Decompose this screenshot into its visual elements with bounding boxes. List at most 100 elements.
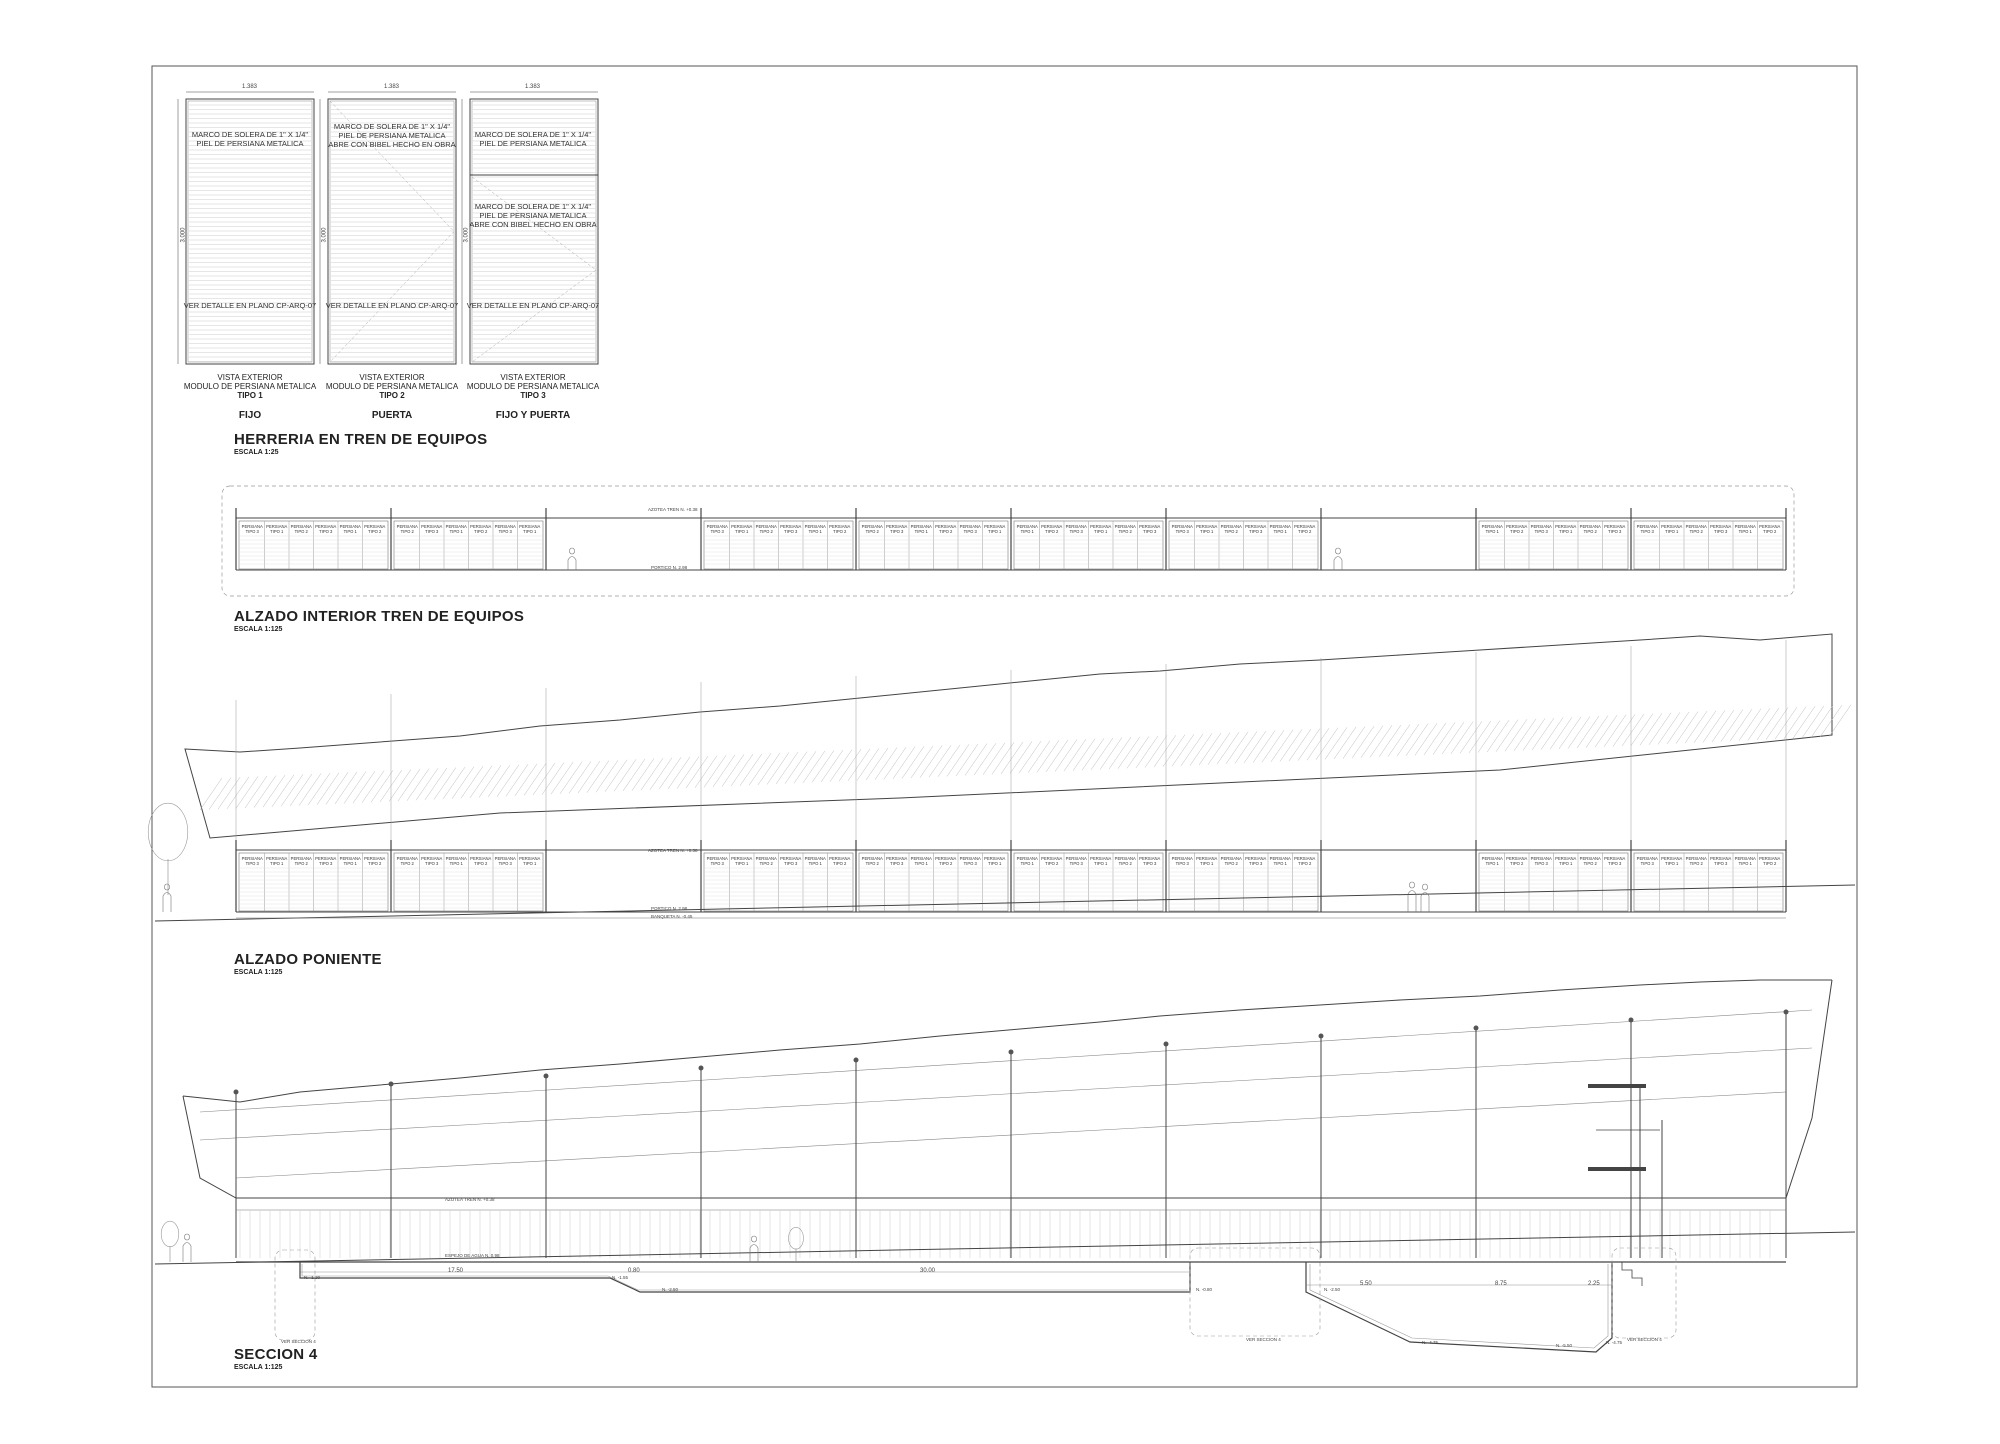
persiana-word: PERSIANA xyxy=(1481,856,1503,861)
module-drawings xyxy=(177,91,599,365)
persiana-word: PERSIANA xyxy=(1734,524,1756,529)
column-node xyxy=(1163,1041,1169,1047)
column-node xyxy=(1783,1009,1789,1015)
column-node xyxy=(1473,1025,1479,1031)
hatch-line xyxy=(784,751,808,784)
hatch-line xyxy=(1495,719,1519,752)
persiana-type: TIPO 3 xyxy=(1249,861,1263,866)
persiana-type: TIPO 3 xyxy=(1714,529,1728,534)
detail-callout xyxy=(274,1249,316,1341)
hatch-line xyxy=(1639,713,1663,746)
persiana-type: TIPO 2 xyxy=(474,861,488,866)
hatch-line xyxy=(1810,705,1834,738)
person-figure xyxy=(1407,890,1417,912)
module-3-subtitle: FIJO Y PUERTA xyxy=(495,410,571,421)
persiana-type: TIPO 2 xyxy=(1224,861,1238,866)
hatch-line xyxy=(253,775,277,808)
hatch-line xyxy=(1729,709,1753,742)
persiana-type: TIPO 2 xyxy=(1763,529,1777,534)
column-node xyxy=(388,1081,394,1087)
persiana-type: TIPO 1 xyxy=(449,861,463,866)
hatch-line xyxy=(1189,733,1213,766)
caption-line: TIPO 1 xyxy=(237,391,263,400)
persiana-word: PERSIANA xyxy=(494,856,516,861)
hatch-line xyxy=(478,765,502,798)
note-line: PIEL DE PERSIANA METALICA xyxy=(338,131,446,140)
hatch-line xyxy=(1225,731,1249,764)
persiana-word: PERSIANA xyxy=(1041,856,1063,861)
hatch-line xyxy=(1135,735,1159,769)
diving-platform xyxy=(1588,1084,1646,1088)
hatch-line xyxy=(199,777,223,811)
hatch-line xyxy=(469,765,493,798)
hatch-line xyxy=(595,760,619,793)
hatch-line xyxy=(946,744,970,777)
detail-callout xyxy=(1611,1247,1677,1339)
hatch-line xyxy=(1180,733,1204,766)
ground-line xyxy=(154,884,1856,922)
hatch-line xyxy=(1468,720,1492,754)
column-node xyxy=(1628,1017,1634,1023)
note-line: MARCO DE SOLERA DE 1" X 1/4" xyxy=(191,130,309,139)
persiana-word: PERSIANA xyxy=(1636,856,1658,861)
hatch-line xyxy=(1072,738,1096,771)
persiana-type: TIPO 2 xyxy=(1763,861,1777,866)
persiana-word: PERSIANA xyxy=(1090,856,1112,861)
hatch-line xyxy=(1063,738,1087,772)
persiana-type: TIPO 2 xyxy=(1298,861,1312,866)
hatch-line xyxy=(1450,721,1474,754)
persiana-type: TIPO 3 xyxy=(1640,529,1654,534)
hatch-line xyxy=(982,742,1006,775)
persiana-type: TIPO 3 xyxy=(1069,529,1083,534)
hatch-line xyxy=(271,774,295,807)
persiana-type: TIPO 1 xyxy=(523,529,537,534)
note-line: MARCO DE SOLERA DE 1" X 1/4" xyxy=(474,130,592,139)
persiana-type: TIPO 1 xyxy=(1200,529,1214,534)
persiana-type: TIPO 1 xyxy=(1738,529,1752,534)
persiana-type: TIPO 1 xyxy=(1020,529,1034,534)
hatch-line xyxy=(667,756,691,790)
persiana-word: PERSIANA xyxy=(1041,524,1063,529)
persiana-word: PERSIANA xyxy=(780,524,802,529)
persiana-type: TIPO 2 xyxy=(368,529,382,534)
section-chord xyxy=(199,1047,1813,1141)
hatch-line xyxy=(1459,721,1483,754)
note-line: MARCO DE SOLERA DE 1" X 1/4" xyxy=(474,202,592,211)
ver-seccion-ref-1: VER SECCION 4 xyxy=(281,1339,316,1344)
persiana-word: PERSIANA xyxy=(1065,856,1087,861)
persiana-type: TIPO 2 xyxy=(833,861,847,866)
hatch-line xyxy=(676,756,700,789)
persiana-type: TIPO 2 xyxy=(1689,861,1703,866)
caption-line: VISTA EXTERIOR xyxy=(500,373,566,382)
hatch-line xyxy=(964,743,988,776)
persiana-word: PERSIANA xyxy=(1661,856,1683,861)
module-2-width-dim: 1.383 xyxy=(384,84,400,90)
persiana-type: TIPO 1 xyxy=(343,529,357,534)
hatch-line xyxy=(1333,726,1357,760)
title-alzado-poniente: ALZADO PONIENTE xyxy=(234,951,382,968)
persiana-word: PERSIANA xyxy=(804,856,826,861)
persiana-type: TIPO 1 xyxy=(1273,861,1287,866)
persiana-type: TIPO 1 xyxy=(735,861,749,866)
hatch-line xyxy=(1693,710,1717,743)
